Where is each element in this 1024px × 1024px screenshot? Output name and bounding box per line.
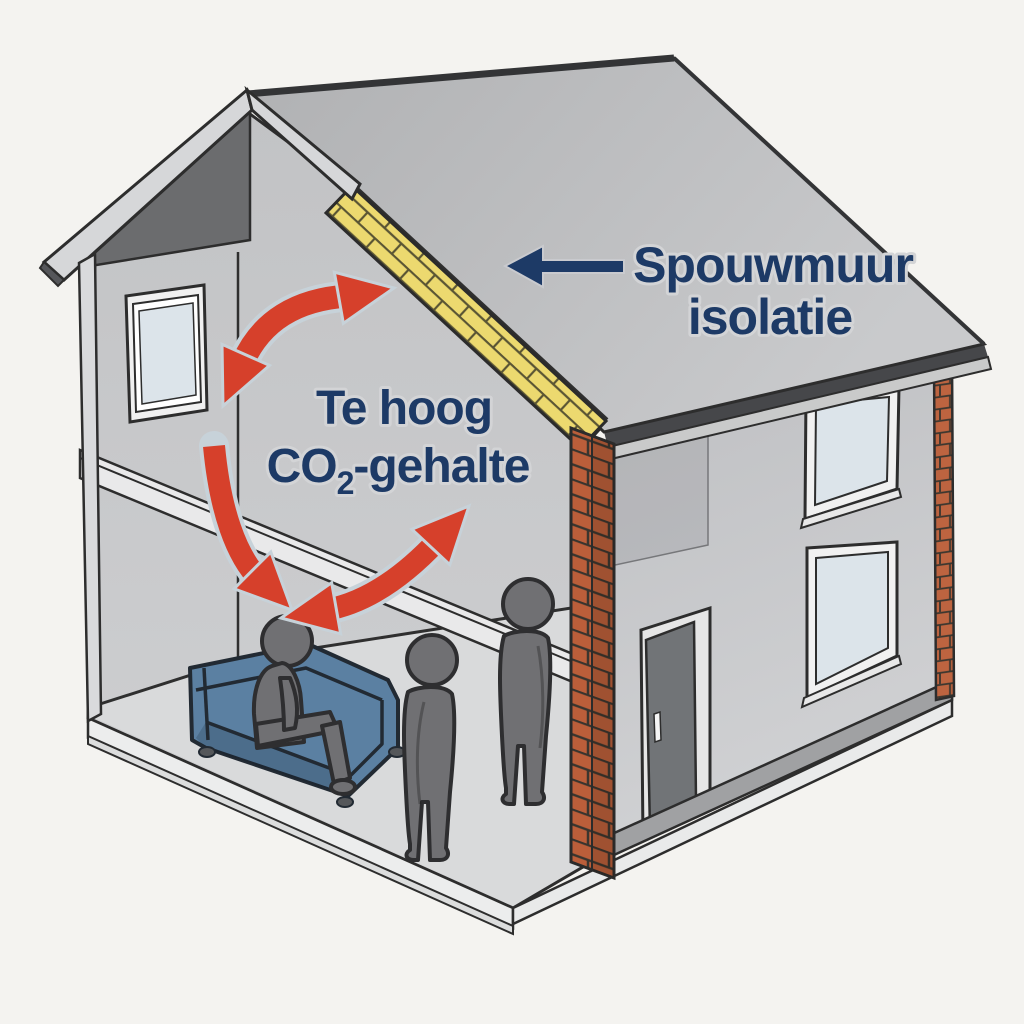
svg-text:isolatie: isolatie [688, 289, 852, 345]
standing-person-1-body [402, 685, 457, 862]
sitting-person-arm [278, 676, 300, 732]
attic-window-glass [138, 302, 197, 405]
window-lower [800, 540, 903, 709]
gable-overhang [38, 85, 362, 724]
window-lower-sill [800, 654, 903, 709]
airflow-arrow-lower [274, 486, 490, 646]
airflow-arrow-upper [197, 260, 401, 419]
label-co2-prefix: CO [267, 440, 337, 493]
gable-fascia-right [244, 85, 362, 202]
window-lower-glass [815, 550, 889, 686]
label-te-hoog-co2: Te hoog CO2-gehalte [264, 379, 534, 504]
label-insulation-line1: Spouwmuur [633, 237, 913, 293]
label-spouwmuur-isolatie: Spouwmuur isolatie [630, 234, 917, 348]
standing-person-2-head [501, 577, 555, 631]
standing-person-1 [402, 633, 459, 862]
standing-person-1-head [405, 633, 459, 687]
label-co2-line1: Te hoog [316, 382, 492, 435]
airflow-arrow-middle [199, 431, 312, 630]
sitting-person [251, 614, 357, 796]
svg-text:Te hoog: Te hoog [316, 382, 492, 435]
insulation-pointer-arrow [502, 244, 625, 289]
base-slab [86, 698, 954, 936]
window-upper-sill [799, 487, 903, 530]
corner-brick-strip [932, 356, 956, 702]
front-door [639, 605, 712, 843]
svg-text:Spouwmuur: Spouwmuur [633, 237, 913, 293]
left-wall-outer-strip [77, 251, 103, 724]
label-co2-suffix: -gehalte [353, 440, 529, 493]
front-door-handle [653, 710, 662, 744]
attic-window [124, 283, 209, 424]
sitting-person-leg [320, 720, 352, 786]
sitting-person-foot [329, 778, 357, 796]
sofa-feet [198, 746, 406, 808]
label-co2-subscript: 2 [337, 465, 354, 501]
svg-text:CO2-gehalte: CO2-gehalte [267, 440, 530, 501]
window-upper [799, 384, 903, 530]
label-insulation-line2: isolatie [688, 289, 852, 345]
main-roof [243, 54, 993, 461]
cavity-wall-brick-column [569, 425, 616, 881]
roof-ridge [246, 54, 675, 98]
standing-person-2 [498, 577, 555, 806]
